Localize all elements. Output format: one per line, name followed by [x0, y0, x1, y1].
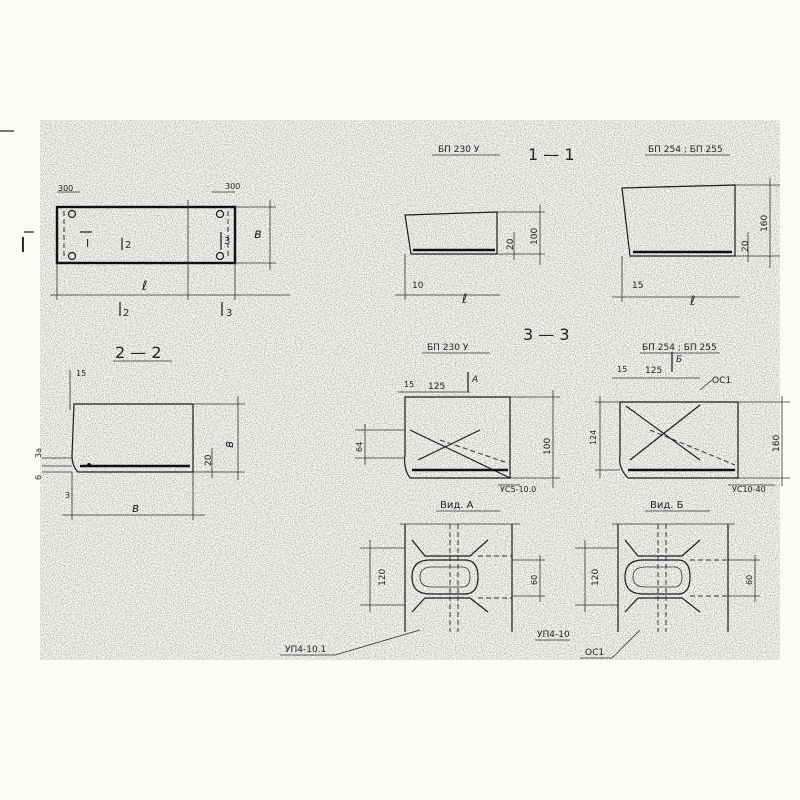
dim-3-3-left-15: 15 — [404, 380, 414, 389]
dim-end-left: 300 — [58, 184, 73, 193]
dim-1-1-left-l: ℓ — [461, 292, 467, 307]
dim-2-2-20: 20 — [204, 454, 214, 466]
mark-3-lower: 3 — [226, 308, 232, 319]
section-3-3: 3 — 3 БП 230 У 64 15 125 А 100 УС5-10.0 … — [355, 325, 790, 494]
label-3-3-left: БП 230 У — [427, 343, 469, 353]
dim-view-b-60: 60 — [745, 575, 754, 585]
dim-length: ℓ — [141, 279, 147, 294]
dim-view-b-120: 120 — [591, 569, 601, 586]
dim-3-3-right-160: 160 — [772, 435, 782, 452]
view-a-title: Вид. А — [440, 500, 474, 511]
mark-3: 3 — [224, 236, 230, 247]
dim-3-3-right-124: 124 — [589, 430, 598, 445]
dim-1-1-right-l: ℓ — [689, 294, 695, 309]
dim-2-2-height: в — [222, 441, 236, 448]
dim-3-3-left-64: 64 — [355, 442, 364, 452]
label-bp254-255: БП 254 ; БП 255 — [648, 145, 723, 155]
dim-3-3-right-15: 15 — [617, 365, 627, 374]
section-2-2-title: 2 — 2 — [115, 343, 162, 362]
dim-3-3-left-125: 125 — [428, 382, 445, 392]
scan-noise — [40, 120, 780, 660]
dim-3-3-right-125: 125 — [645, 366, 662, 376]
dim-2-2-3: 3 — [65, 491, 70, 500]
dim-1-1-right-20: 20 — [741, 240, 751, 252]
part-os1: ОС1 — [712, 376, 731, 386]
dim-2-2-width: в — [132, 501, 139, 515]
label-3-3-right: БП 254 ; БП 255 — [642, 343, 717, 353]
dim-3-3-left-100: 100 — [543, 438, 553, 455]
dim-end-right: 300 — [225, 182, 240, 191]
callout-os1: ОС1 — [585, 648, 604, 658]
section-1-1-title: 1 — 1 — [528, 145, 575, 164]
dim-2-2-6: 6 — [34, 475, 43, 480]
view-a: Вид. А 120 60 УП4-10.1 УП4-10 — [280, 500, 570, 656]
view-b: Вид. Б 120 60 ОС1 — [575, 500, 760, 659]
dim-1-1-right-15: 15 — [632, 281, 643, 291]
callout-3-3-left: УС5-10.0 — [500, 485, 536, 494]
view-b-title: Вид. Б — [650, 500, 684, 511]
section-2-2: 2 — 2 15 в 20 3 6 3а в — [34, 343, 245, 520]
view-arrow-b: Б — [676, 355, 682, 365]
callout-up4-10: УП4-10 — [537, 630, 570, 640]
mark-i: I — [86, 237, 89, 250]
plan-view: I I 2 3 300 300 в ℓ 2 3 — [20, 182, 290, 319]
section-3-3-title: 3 — 3 — [523, 325, 570, 344]
dim-width: в — [254, 227, 262, 242]
callout-up4-10-1: УП4-10.1 — [285, 645, 326, 655]
dim-2-2-3a: 3а — [34, 448, 43, 458]
callout-3-3-right: УС10-40 — [732, 485, 766, 494]
dim-view-a-120: 120 — [378, 569, 388, 586]
section-mark: I — [20, 233, 26, 257]
dim-1-1-left-100: 100 — [530, 228, 540, 245]
dim-1-1-left-20: 20 — [506, 238, 516, 250]
dim-1-1-left-10: 10 — [412, 281, 424, 291]
dim-view-a-60: 60 — [530, 575, 539, 585]
mark-2: 2 — [125, 240, 131, 251]
view-arrow-a: А — [471, 375, 478, 385]
label-bp230u: БП 230 У — [438, 145, 480, 155]
dim-2-2-15: 15 — [76, 369, 86, 378]
dim-1-1-right-160: 160 — [760, 215, 770, 232]
mark-2-lower: 2 — [123, 308, 129, 319]
section-1-1: 1 — 1 БП 230 У 20 100 10 ℓ БП 254 ; БП 2… — [395, 145, 780, 309]
